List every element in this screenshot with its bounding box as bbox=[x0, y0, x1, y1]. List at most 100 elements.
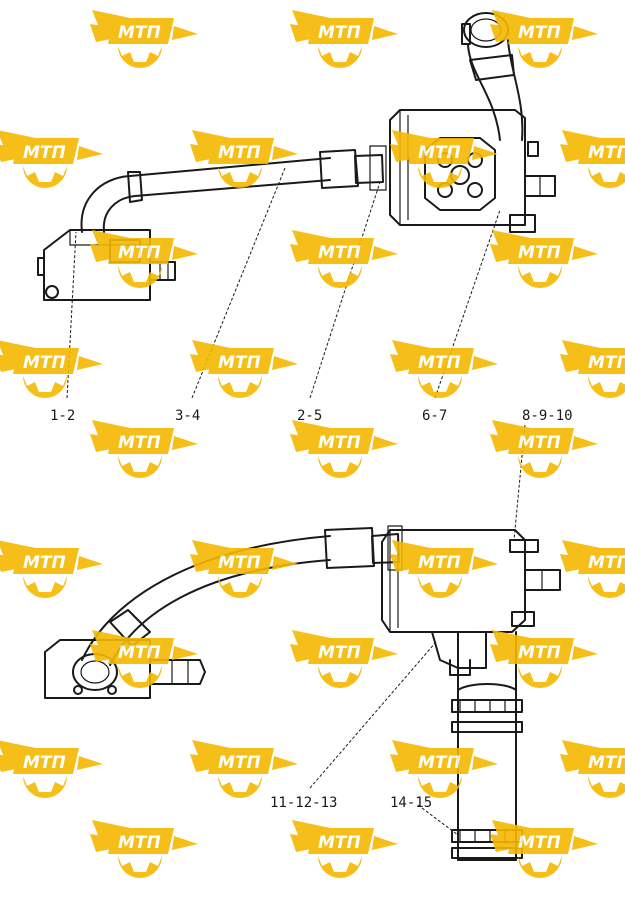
watermark-badge-shape bbox=[13, 138, 79, 164]
watermark-gear-shape bbox=[23, 776, 67, 798]
watermark-tail-shape bbox=[572, 436, 598, 450]
watermark-tail-shape bbox=[77, 556, 103, 570]
watermark-badge-shape bbox=[508, 638, 574, 664]
watermark-tail-shape bbox=[372, 26, 398, 40]
watermark-gear-shape bbox=[418, 376, 462, 398]
watermark-text: МТП bbox=[23, 353, 66, 373]
watermark-badge-shape bbox=[508, 238, 574, 264]
watermark-badge-shape bbox=[308, 828, 374, 854]
watermark-logo: МТП bbox=[390, 130, 498, 188]
watermark-tail-shape bbox=[272, 756, 298, 770]
watermark-gear-shape bbox=[318, 46, 362, 68]
watermark-text: МТП bbox=[218, 753, 261, 773]
watermark-tail-shape bbox=[472, 146, 498, 160]
watermark-gear-shape bbox=[318, 266, 362, 288]
watermark-gear-shape bbox=[23, 376, 67, 398]
watermark-tail-shape bbox=[77, 756, 103, 770]
watermark-badge-shape bbox=[13, 748, 79, 774]
watermark-text: МТП bbox=[118, 433, 161, 453]
watermark-tail-shape bbox=[472, 756, 498, 770]
watermark-badge-shape bbox=[308, 428, 374, 454]
leader-lines bbox=[66, 167, 526, 836]
watermark-tail-shape bbox=[572, 246, 598, 260]
watermark-tail-shape bbox=[172, 646, 198, 660]
watermark-gear-shape bbox=[118, 666, 162, 688]
watermark-tail-shape bbox=[272, 356, 298, 370]
watermark-gear-shape bbox=[118, 46, 162, 68]
callout-6-7: 6-7 bbox=[422, 408, 447, 424]
watermark-logo: МТП bbox=[90, 820, 198, 878]
watermark-badge-shape bbox=[13, 548, 79, 574]
callout-8-9-10: 8-9-10 bbox=[522, 408, 573, 424]
watermark-text: МТП bbox=[518, 433, 561, 453]
watermark-text: МТП bbox=[318, 833, 361, 853]
watermark-logo: МТП bbox=[0, 130, 103, 188]
watermark-logo: МТП bbox=[0, 740, 103, 798]
watermark-logo: МТП bbox=[490, 820, 598, 878]
watermark-tail-shape bbox=[172, 436, 198, 450]
watermark-logo: МТП bbox=[90, 10, 198, 68]
watermark-text: МТП bbox=[118, 643, 161, 663]
callout-14-15: 14-15 bbox=[390, 795, 432, 811]
watermark-logo: МТП bbox=[560, 540, 625, 598]
watermark-gear-shape bbox=[418, 776, 462, 798]
watermark-text: МТП bbox=[588, 553, 625, 573]
watermark-badge-shape bbox=[208, 748, 274, 774]
watermark-tail-shape bbox=[172, 836, 198, 850]
watermark-logo: МТП bbox=[90, 630, 198, 688]
watermark-tail-shape bbox=[472, 556, 498, 570]
watermark-tail-shape bbox=[172, 246, 198, 260]
watermark-badge-shape bbox=[408, 348, 474, 374]
watermark-badge-shape bbox=[108, 238, 174, 264]
watermark-gear-shape bbox=[518, 856, 562, 878]
watermark-logo: МТП bbox=[190, 740, 298, 798]
callout-11-12-13: 11-12-13 bbox=[270, 795, 337, 811]
watermark-gear-shape bbox=[23, 166, 67, 188]
watermark-gear-shape bbox=[218, 376, 262, 398]
watermark-text: МТП bbox=[518, 243, 561, 263]
watermark-badge-shape bbox=[108, 638, 174, 664]
watermark-logo: МТП bbox=[290, 420, 398, 478]
watermark-tail-shape bbox=[272, 556, 298, 570]
watermark-layer: МТП МТП МТП МТП МТП МТП МТП МТП МТП МТП МТП МТП МТП М… bbox=[0, 10, 625, 878]
watermark-logo: МТП bbox=[560, 340, 625, 398]
watermark-gear-shape bbox=[518, 46, 562, 68]
watermark-text: МТП bbox=[418, 553, 461, 573]
watermark-logo: МТП bbox=[290, 820, 398, 878]
watermark-logo: МТП bbox=[290, 230, 398, 288]
watermark-logo: МТП bbox=[190, 540, 298, 598]
watermark-gear-shape bbox=[588, 776, 625, 798]
watermark-text: МТП bbox=[118, 23, 161, 43]
watermark-text: МТП bbox=[318, 433, 361, 453]
bottom-filter-housing bbox=[381, 529, 561, 676]
watermark-logo: МТП bbox=[90, 420, 198, 478]
watermark-logo: МТП bbox=[290, 10, 398, 68]
watermark-badge-shape bbox=[308, 18, 374, 44]
watermark-gear-shape bbox=[218, 166, 262, 188]
watermark-logo: МТП bbox=[390, 740, 498, 798]
watermark-tail-shape bbox=[372, 836, 398, 850]
watermark-text: МТП bbox=[23, 143, 66, 163]
watermark-logo: МТП bbox=[190, 340, 298, 398]
watermark-text: МТП bbox=[23, 553, 66, 573]
watermark-gear-shape bbox=[418, 576, 462, 598]
callout-2-5: 2-5 bbox=[297, 408, 322, 424]
callout-3-4: 3-4 bbox=[175, 408, 200, 424]
watermark-text: МТП bbox=[318, 243, 361, 263]
watermark-logo: МТП bbox=[390, 340, 498, 398]
watermark-logo: МТП bbox=[290, 630, 398, 688]
watermark-logo: МТП bbox=[0, 340, 103, 398]
watermark-badge-shape bbox=[208, 138, 274, 164]
watermark-tail-shape bbox=[372, 246, 398, 260]
watermark-badge-shape bbox=[408, 748, 474, 774]
watermark-text: МТП bbox=[588, 353, 625, 373]
watermark-gear-shape bbox=[118, 856, 162, 878]
watermark-text: МТП bbox=[518, 833, 561, 853]
watermark-gear-shape bbox=[218, 776, 262, 798]
watermark-tail-shape bbox=[77, 146, 103, 160]
watermark-tail-shape bbox=[272, 146, 298, 160]
watermark-badge-shape bbox=[578, 748, 625, 774]
watermark-logo: МТП bbox=[90, 230, 198, 288]
watermark-text: МТП bbox=[418, 753, 461, 773]
